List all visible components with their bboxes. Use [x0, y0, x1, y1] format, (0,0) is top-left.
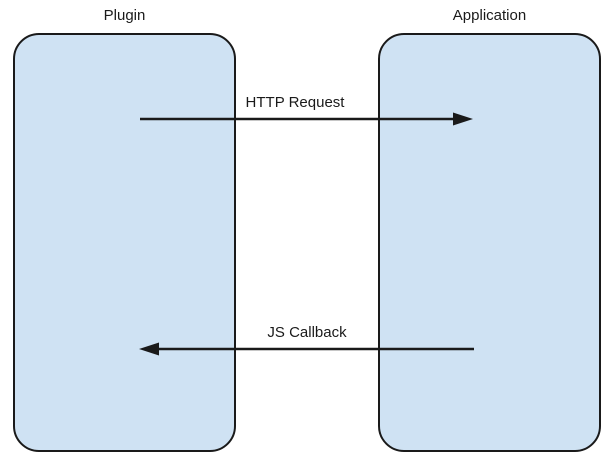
edge-label-http-request: HTTP Request: [245, 94, 345, 111]
node-label-application: Application: [452, 7, 527, 24]
node-application: [378, 33, 601, 452]
node-label-plugin: Plugin: [103, 7, 146, 24]
node-plugin: [13, 33, 236, 452]
edge-label-js-callback: JS Callback: [267, 324, 347, 341]
